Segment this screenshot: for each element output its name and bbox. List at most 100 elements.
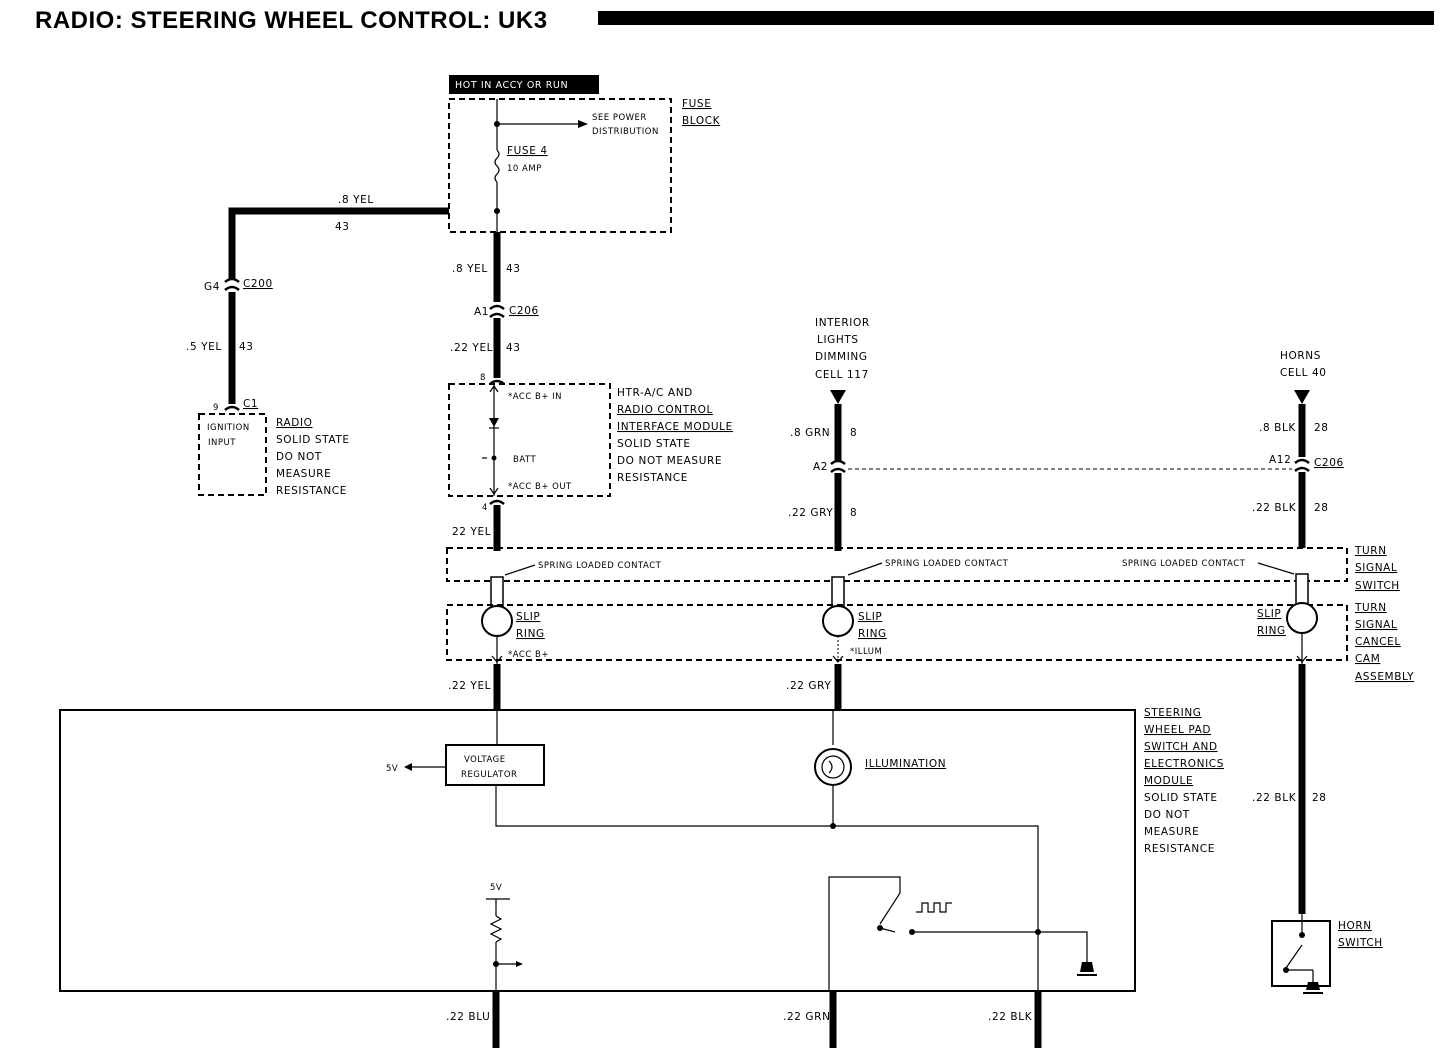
leader-line	[504, 564, 536, 576]
cancel-cam-label-2: SIGNAL	[1355, 619, 1397, 631]
ground-icon	[1080, 962, 1094, 972]
horns-label-2: CELL 40	[1280, 367, 1327, 379]
wire-label: .8 BLK	[1259, 422, 1296, 434]
acc-in-label: *ACC B+ IN	[508, 392, 562, 402]
wire-label: .22 GRY	[788, 507, 833, 519]
slip-ring	[481, 605, 513, 637]
see-power-label-1: SEE POWER	[592, 113, 647, 123]
five-v-out-label: 5V	[386, 764, 398, 774]
connector-icon	[224, 285, 240, 291]
page-title: RADIO: STEERING WHEEL CONTROL: UK3	[35, 7, 548, 34]
connector-icon	[224, 277, 240, 283]
fuse-block	[448, 98, 672, 233]
turn-signal-switch-3: SWITCH	[1355, 580, 1400, 592]
arrow-right-icon	[516, 961, 523, 967]
connector-c1: C1	[243, 398, 258, 410]
fuse-rating: 10 AMP	[507, 164, 542, 174]
ground-bus-wire	[495, 785, 1039, 991]
horn-switch-box	[1271, 920, 1331, 987]
connector-icon	[489, 312, 505, 318]
wire-label: .22 YEL	[450, 342, 493, 354]
connector-icon	[830, 467, 846, 473]
batt-label: BATT	[513, 455, 537, 465]
wire-label: .8 YEL	[338, 194, 374, 206]
wire-circuit: 8	[850, 427, 857, 439]
connector-c206-b: C206	[1314, 457, 1344, 469]
leader-line	[847, 562, 883, 576]
wire-8-yel-left	[228, 207, 449, 280]
voltage-regulator-label-1: VOLTAGE	[464, 755, 506, 765]
ring-label: RING	[1257, 625, 1286, 637]
splice-dot	[494, 208, 500, 214]
arrow-down-icon	[1296, 655, 1308, 663]
wire-label: .22 BLK	[1252, 792, 1297, 804]
spring-contact-label: SPRING LOADED CONTACT	[885, 559, 1009, 569]
ring-label: RING	[858, 628, 887, 640]
title-bar	[598, 11, 1434, 25]
steering-label-9: RESISTANCE	[1144, 843, 1215, 855]
acc-out-label: *ACC B+ OUT	[508, 482, 572, 492]
horn-switch-label-1: HORN	[1338, 920, 1372, 932]
connector-a12: A12	[1269, 454, 1291, 466]
ring-label: RING	[516, 628, 545, 640]
connector-c206: C206	[509, 305, 539, 317]
illum-label: *ILLUM	[850, 647, 882, 657]
turn-signal-switch-1: TURN	[1354, 545, 1387, 557]
pin-number: 8	[480, 373, 486, 383]
cancel-cam-label-5: ASSEMBLY	[1355, 671, 1414, 683]
steering-label-5: MODULE	[1144, 775, 1193, 787]
arrow-down-icon	[832, 655, 844, 663]
wire-circuit: 8	[850, 507, 857, 519]
interior-label-3: DIMMING	[815, 351, 868, 363]
connector-icon	[830, 459, 846, 465]
five-v-pullup-label: 5V	[490, 883, 502, 893]
spring-contact	[831, 576, 845, 608]
wire-label: .22 BLK	[1252, 502, 1297, 514]
spring-contact-label: SPRING LOADED CONTACT	[1122, 559, 1246, 569]
bulb-filament	[828, 760, 833, 774]
steering-label-8: MEASURE	[1144, 826, 1199, 838]
arrow-down-icon	[830, 390, 846, 404]
connector-icon	[489, 499, 505, 505]
slip-label: SLIP	[1257, 608, 1281, 620]
horn-switch-label-2: SWITCH	[1338, 937, 1383, 949]
fuse-block-label-2: BLOCK	[682, 115, 721, 127]
splice-dot	[1035, 929, 1041, 935]
hot-label-box	[449, 75, 599, 94]
steering-label-3: SWITCH AND	[1144, 741, 1218, 753]
switch-feed-wire	[828, 876, 901, 991]
resistor-icon	[489, 915, 503, 943]
switch-contact	[1299, 932, 1305, 938]
htr-label-2: RADIO CONTROL	[617, 404, 713, 416]
illumination-label: ILLUMINATION	[865, 758, 946, 770]
turn-signal-switch-box	[446, 547, 1348, 582]
splice-dot	[491, 455, 497, 461]
voltage-regulator-box	[445, 744, 545, 786]
arrow-left-icon	[404, 763, 412, 771]
wire-label: .22 GRN	[783, 1011, 831, 1023]
wire-label: .8 YEL	[452, 263, 488, 275]
htr-label-5: DO NOT MEASURE	[617, 455, 722, 467]
slip-label: SLIP	[858, 611, 882, 623]
radio-inner-1: IGNITION	[207, 423, 250, 433]
switch-out-wire	[912, 931, 1088, 965]
leader-line	[1257, 562, 1295, 575]
connector-c200: C200	[243, 278, 273, 290]
radio-label-5: RESISTANCE	[276, 485, 347, 497]
arrow-down-icon	[489, 487, 499, 496]
radio-label-1: RADIO	[276, 417, 313, 429]
horns-label-1: HORNS	[1280, 350, 1321, 362]
slip-ring	[1286, 602, 1318, 634]
ground-icon	[1306, 982, 1320, 990]
radio-label-3: DO NOT	[276, 451, 322, 463]
slip-ring	[822, 605, 854, 637]
pin-number: 9	[213, 403, 219, 413]
interior-label-4: CELL 117	[815, 369, 869, 381]
wire-label: .22 BLU	[446, 1011, 490, 1023]
wire-circuit: 28	[1314, 422, 1329, 434]
radio-label-4: MEASURE	[276, 468, 331, 480]
wire-label: .8 GRN	[790, 427, 830, 439]
arrow-right-icon	[578, 120, 588, 128]
connector-a2: A2	[813, 461, 828, 473]
